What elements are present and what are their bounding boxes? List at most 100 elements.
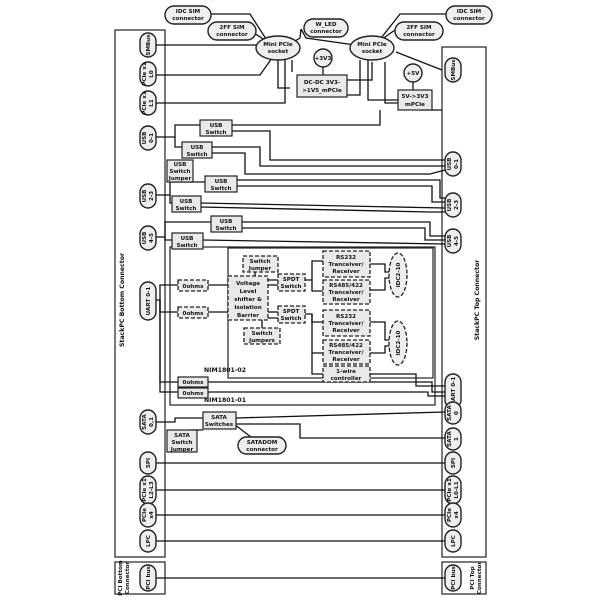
idc2-10-connector-top: IDC2-10 [388,252,408,298]
left-connector-frame [114,29,166,558]
svg-text:mPCIe: mPCIe [405,102,425,108]
svg-text:Mini PCIe: Mini PCIe [357,42,387,48]
svg-text:2FF SIM: 2FF SIM [219,25,245,31]
svg-text:1: 1 [454,437,460,441]
svg-text:RS232: RS232 [336,255,356,261]
idc-sim-left-line2: connector [172,16,204,22]
svg-text:UART 0-1: UART 0-1 [146,287,152,316]
wires [155,13,448,579]
svg-text:Switch: Switch [215,226,236,232]
svg-text:Switch: Switch [175,206,196,212]
svg-text:Jumper: Jumper [170,447,194,453]
svg-text:SPI: SPI [146,458,152,468]
nim1801-01-label: NIM1801-01 [204,397,246,404]
svg-text:USB: USB [447,199,453,212]
svg-text:0,1: 0,1 [149,417,155,427]
svg-text:SATADOM: SATADOM [247,440,278,446]
svg-text:LPC: LPC [146,535,152,547]
dcdc-converter: DC-DC 3V3- >1V5_mPCIe [296,74,348,98]
svg-text:USB: USB [220,219,233,225]
right-port-sata-0: SATA 0 [444,401,462,425]
svg-text:socket: socket [268,49,289,55]
left-port-spi: SPI [139,451,157,475]
right-port-uart-01: UART 0-1 [444,373,462,409]
svg-text:Switch: Switch [186,152,207,158]
svg-text:Jumper: Jumper [168,176,192,182]
svg-text:Level: Level [240,289,257,295]
usb-switch-23-b: USB Switch [171,195,202,213]
svg-text:USB: USB [447,158,453,171]
switch-jumpers: Switch Jumpers [243,327,281,345]
svg-text:W_LED: W_LED [316,22,337,28]
svg-text:connector: connector [403,32,435,38]
idc-sim-connector-left: IDC SIM connector [164,5,212,25]
ohms-uart-3: 0ohms [177,376,209,388]
onewire-controller: 1-wire controller [322,365,371,383]
right-port-usb-45: USB 4-5 [444,228,462,254]
2ff-sim-connector-right: 2FF SIM connector [394,21,444,41]
ohms-uart-1: 0ohms [177,279,209,292]
svg-text:2-3: 2-3 [149,191,155,201]
pci-bottom-label-2: Connector [125,562,131,595]
svg-text:Switch: Switch [169,169,190,175]
svg-text:Switch: Switch [249,259,270,265]
svg-text:PCIe x1: PCIe x1 [447,478,453,502]
svg-text:SATA: SATA [211,415,227,421]
2ff-sim-connector-left: 2FF SIM connector [207,21,257,41]
svg-text:controller: controller [331,376,362,382]
svg-text:Mini PCIe: Mini PCIe [263,42,293,48]
svg-text:connector: connector [453,16,485,22]
svg-text:L2-L3: L2-L3 [149,481,155,498]
switch-jumper: Switch Jumper [242,255,279,273]
svg-text:SATA: SATA [447,405,453,421]
nim1801-01-frame [169,246,436,406]
svg-text:L0: L0 [149,70,155,78]
svg-text:0ohms: 0ohms [183,284,205,290]
svg-text:IDC2-10: IDC2-10 [396,330,402,355]
idc-sim-connector-right: IDC SIM connector [445,5,493,25]
svg-text:USB: USB [142,232,148,245]
svg-text:RS485/422: RS485/422 [329,343,363,349]
svg-text:USB: USB [191,145,204,151]
pci-bus-right: PCI bus [444,564,462,592]
right-port-usb-23: USB 2-3 [444,192,462,218]
svg-text:PCIe x1: PCIe x1 [142,62,148,86]
svg-text:4-5: 4-5 [454,236,460,246]
svg-text:Switch: Switch [280,316,301,322]
svg-text:USB: USB [142,132,148,145]
svg-text:RS485/422: RS485/422 [329,283,363,289]
idc-sim-left-line1: IDC SIM [176,9,201,15]
svg-text:SATA: SATA [447,431,453,447]
left-port-usb-45: USB 4-5 [139,225,157,251]
svg-text:UART 0-1: UART 0-1 [451,377,457,406]
usb-switch-45-b: USB Switch [171,232,204,250]
v3-rail: +3V3 [313,48,333,68]
svg-text:Switch: Switch [251,331,272,337]
mini-pcie-socket-right: Mini PCIe socket [349,35,395,61]
v5-label: +5V [407,71,421,77]
svg-text:Jumper: Jumper [248,266,272,272]
svg-text:Tranceiver/: Tranceiver/ [329,321,365,327]
svg-text:PCIe x1: PCIe x1 [142,91,148,115]
idc2-10-connector-bottom: IDC2-10 [388,320,408,366]
svg-text:0: 0 [454,411,460,415]
usb-switch-jumper: USB Switch Jumper [166,159,194,183]
ohms-uart-2: 0ohms [177,306,209,319]
svg-text:Receiver: Receiver [332,357,360,363]
svg-text:0ohms: 0ohms [183,311,205,317]
svg-text:connector: connector [216,32,248,38]
svg-text:0-1: 0-1 [454,159,460,169]
mini-pcie-socket-left: Mini PCIe socket [255,35,301,61]
svg-text:Barrier: Barrier [237,313,259,319]
voltage-level-shifter: Voltage Level shifter & Isolation Barrie… [227,275,269,321]
svg-text:SATA: SATA [142,414,148,430]
usb-switch-01-a: USB Switch [199,119,233,137]
svg-text:USB: USB [174,162,187,168]
left-port-pcie-l0: PCIe x1 L0 [139,61,157,87]
v3-label: +3V3 [315,56,332,62]
svg-text:Tranceiver/: Tranceiver/ [329,290,365,296]
svg-text:PCIe: PCIe [142,508,148,522]
svg-text:Switch: Switch [210,186,231,192]
right-port-smbus: SMBus [444,57,462,83]
svg-text:LPC: LPC [451,535,457,547]
